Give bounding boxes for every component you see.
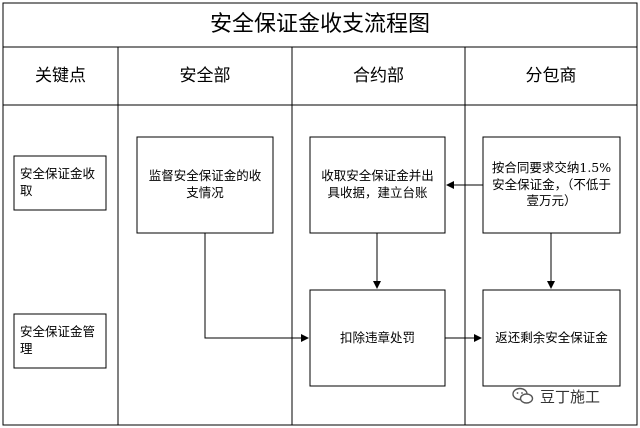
node-box-contract-collect <box>309 136 446 234</box>
wechat-icon <box>512 387 534 404</box>
node-sub-return: 返还剩余安全保证金 <box>495 329 608 345</box>
node-safety-monitor: 监督安全保证金的收支情况 <box>148 168 262 200</box>
node-box-sub-pay <box>482 136 621 234</box>
watermark-text: 豆丁施工 <box>540 387 601 406</box>
header-subcontractor: 分包商 <box>525 65 577 86</box>
node-contract-penalty: 扣除违章处罚 <box>339 329 415 345</box>
keypoint-box-collect <box>13 155 107 211</box>
watermark: 豆丁施工 <box>512 384 600 408</box>
node-sub-pay: 按合同要求交纳1.5%安全保证金，（不低于壹万元） <box>491 159 612 209</box>
node-contract-collect: 收取安全保证金并出具收据，建立台账 <box>321 168 434 200</box>
keypoint-manage: 安全保证金管理 <box>20 324 96 356</box>
keypoint-collect: 安全保证金收取 <box>20 166 96 198</box>
node-box-safety-monitor <box>136 136 274 234</box>
node-box-sub-return <box>482 289 621 387</box>
header-safety-dept: 安全部 <box>179 65 231 86</box>
page-title: 安全保证金收支流程图 <box>209 12 430 38</box>
header-contract-dept: 合约部 <box>353 65 404 86</box>
node-box-contract-penalty <box>309 289 446 387</box>
arrow-monitor-to-penalty <box>204 233 309 342</box>
keypoint-box-manage <box>13 313 107 369</box>
header-key-points: 关键点 <box>35 65 86 86</box>
